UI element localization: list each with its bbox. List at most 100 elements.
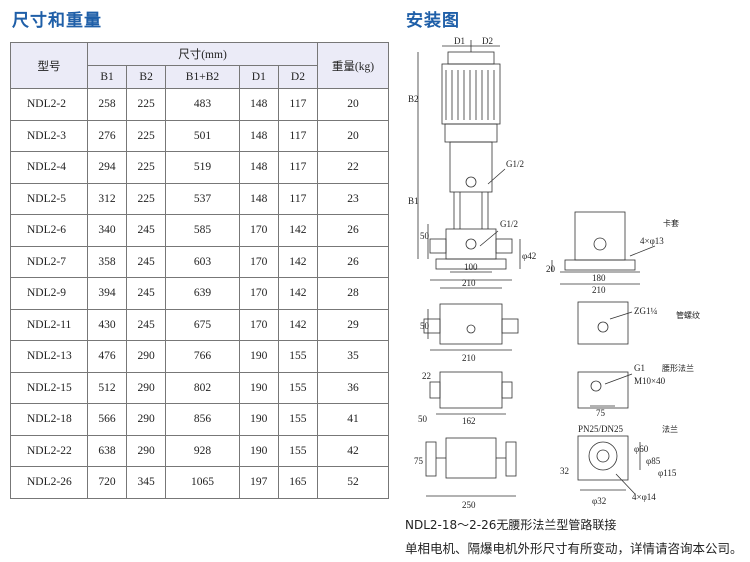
header-b1-b2: B1+B2 — [165, 65, 240, 89]
note-motor-variation: 单相电机、隔爆电机外形尺寸有所变动，详情请咨询本公司。 — [405, 541, 743, 556]
thread-variant-side — [577, 301, 629, 345]
cell-model: NDL2-9 — [10, 277, 88, 310]
cell-b2: 290 — [126, 371, 167, 404]
cell-b1: 638 — [86, 434, 128, 467]
flange-variant-side — [577, 435, 629, 481]
cell-d1: 190 — [238, 371, 279, 404]
label-dim-22: 22 — [422, 371, 431, 381]
cell-weight: 23 — [317, 182, 389, 215]
cell-model: NDL2-11 — [10, 308, 88, 341]
cell-weight: 26 — [317, 214, 389, 247]
thread-variant-body — [439, 303, 503, 345]
cell-b2: 225 — [126, 88, 167, 121]
cell-sum: 537 — [165, 182, 240, 215]
label-b2: B2 — [408, 94, 419, 104]
cell-b2: 225 — [126, 119, 167, 152]
cell-b2: 225 — [126, 151, 167, 184]
label-thread: ZG1¼ — [634, 306, 657, 316]
label-dim-250: 250 — [462, 500, 476, 510]
waist-flange-variant-side — [577, 371, 629, 409]
cell-d2: 117 — [277, 119, 319, 152]
cell-b2: 245 — [126, 308, 167, 341]
cell-model: NDL2-4 — [10, 151, 88, 184]
cell-d2: 142 — [277, 277, 319, 310]
cell-b2: 245 — [126, 245, 167, 278]
cell-d2: 117 — [277, 151, 319, 184]
cell-b1: 276 — [86, 119, 128, 152]
cell-d2: 155 — [277, 434, 319, 467]
cell-d2: 155 — [277, 403, 319, 436]
label-dim-180: 180 — [592, 273, 606, 283]
label-b1: B1 — [408, 196, 419, 206]
cell-sum: 928 — [165, 434, 240, 467]
cell-model: NDL2-26 — [10, 466, 88, 499]
cell-b2: 245 — [126, 277, 167, 310]
cell-b2: 290 — [126, 403, 167, 436]
cell-b1: 394 — [86, 277, 128, 310]
pump-stack — [449, 141, 493, 193]
note-pipe-connection: NDL2-18～2-26无腰形法兰型管路联接 — [405, 518, 617, 532]
cell-d1: 197 — [238, 466, 279, 499]
label-clamp: 卡套 — [663, 218, 679, 228]
label-g-bottom: G1/2 — [500, 219, 518, 229]
installation-drawing-svg: D1 D2 B2 B1 G1/2 G1/2 50 100 210 φ42 卡套 … — [408, 36, 700, 510]
installation-drawing: D1 D2 B2 B1 G1/2 G1/2 50 100 210 φ42 卡套 … — [400, 34, 748, 514]
cell-model: NDL2-13 — [10, 340, 88, 373]
label-dim-210c: 210 — [462, 353, 476, 363]
cell-b2: 290 — [126, 340, 167, 373]
clamp-variant-body — [574, 211, 626, 261]
cell-d2: 142 — [277, 214, 319, 247]
cell-model: NDL2-2 — [10, 88, 88, 121]
header-model: 型号 — [10, 42, 88, 89]
label-dim-210: 210 — [462, 278, 476, 288]
header-d2: D2 — [277, 65, 319, 89]
label-dim-100: 100 — [464, 262, 478, 272]
label-dim-50b: 50 — [420, 321, 430, 331]
cell-sum: 1065 — [165, 466, 240, 499]
cell-weight: 28 — [317, 277, 389, 310]
cell-d2: 117 — [277, 182, 319, 215]
cell-b1: 258 — [86, 88, 128, 121]
cell-d2: 142 — [277, 245, 319, 278]
header-dimensions: 尺寸(mm) — [87, 42, 318, 66]
cell-b1: 566 — [86, 403, 128, 436]
header-b2: B2 — [126, 65, 167, 89]
label-dim-162: 162 — [462, 416, 476, 426]
cell-b1: 430 — [86, 308, 128, 341]
cell-d1: 148 — [238, 119, 279, 152]
cell-sum: 483 — [165, 88, 240, 121]
cell-sum: 802 — [165, 371, 240, 404]
label-holes-14: 4×φ14 — [632, 492, 656, 502]
cell-b2: 245 — [126, 214, 167, 247]
label-flange: 法兰 — [662, 424, 678, 434]
cell-model: NDL2-22 — [10, 434, 88, 467]
cell-d1: 190 — [238, 434, 279, 467]
cell-b1: 512 — [86, 371, 128, 404]
label-pn: PN25/DN25 — [578, 424, 624, 434]
label-dim-20: 20 — [546, 264, 556, 274]
cell-weight: 26 — [317, 245, 389, 278]
cell-weight: 20 — [317, 88, 389, 121]
cell-d1: 190 — [238, 403, 279, 436]
label-m10: M10×40 — [634, 376, 666, 386]
cell-b2: 225 — [126, 182, 167, 215]
label-holes-13: 4×φ13 — [640, 236, 664, 246]
cell-b1: 312 — [86, 182, 128, 215]
label-dim-75b: 75 — [414, 456, 424, 466]
label-dim-50: 50 — [420, 231, 430, 241]
cell-model: NDL2-7 — [10, 245, 88, 278]
cell-d2: 155 — [277, 340, 319, 373]
label-dim-210b: 210 — [592, 285, 606, 295]
label-phi85: φ85 — [646, 456, 661, 466]
label-waist-flange: 腰形法兰 — [662, 363, 694, 373]
cell-d1: 148 — [238, 151, 279, 184]
cell-weight: 20 — [317, 119, 389, 152]
